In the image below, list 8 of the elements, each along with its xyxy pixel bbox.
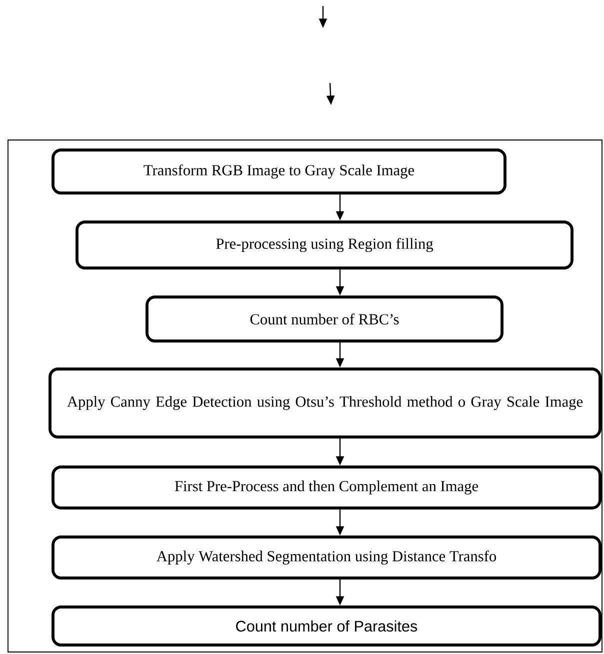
process-box: First Pre-Process and then Complement an Image <box>52 466 602 510</box>
frame-box <box>8 140 602 652</box>
process-box: Count number of RBC’s <box>146 296 504 342</box>
process-box: Count number of Parasites <box>52 606 602 646</box>
process-box: Apply Canny Edge Detection using Otsu’s Threshold method o Gray Scale Image <box>48 368 602 438</box>
process-box: Pre-processing using Region filling <box>76 220 574 270</box>
process-box: Apply Watershed Segmentation using Distance Transfo <box>52 536 602 580</box>
process-box: Transform RGB Image to Gray Scale Image <box>52 148 506 194</box>
